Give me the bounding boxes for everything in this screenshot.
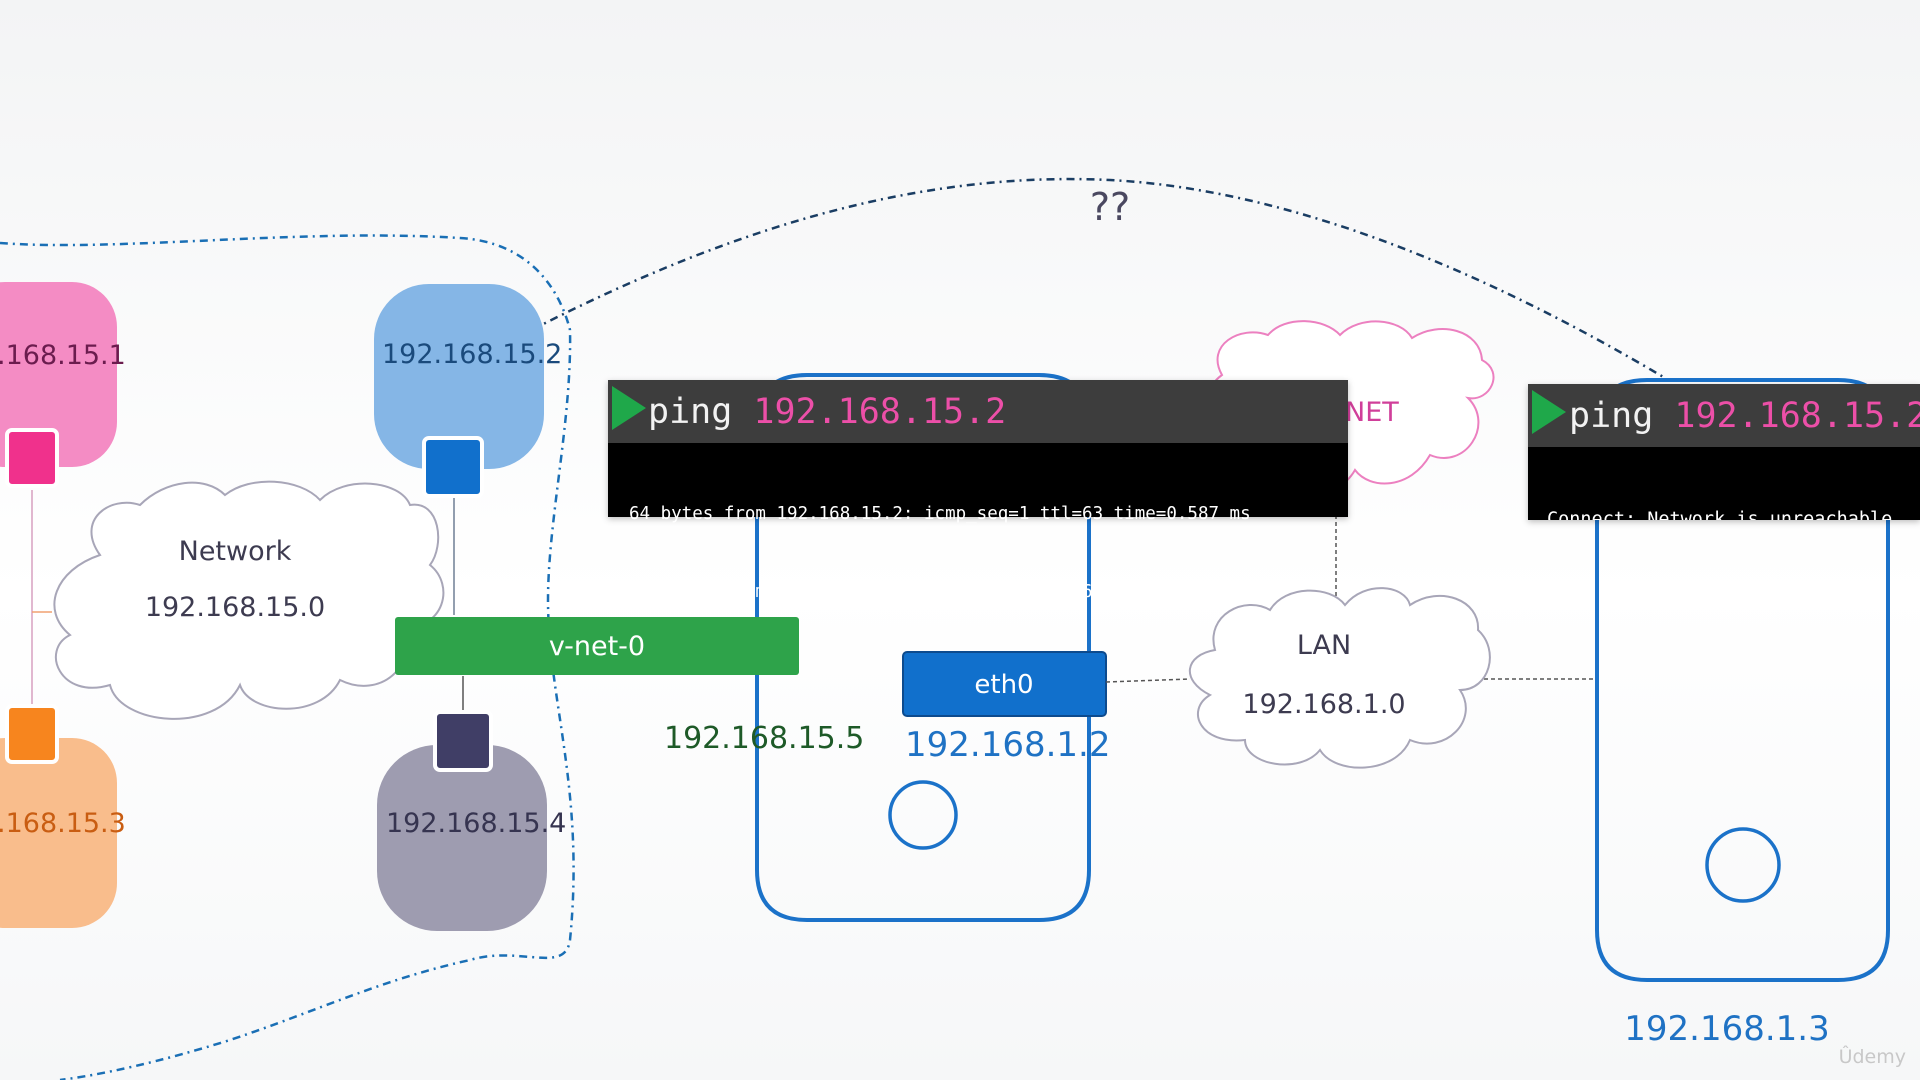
lan-cloud-subnet: 192.168.1.0 [1242,689,1405,720]
namespace-gray [377,745,547,931]
terminal-host1-output-line: 64 bytes from 192.168.15.2: icmp_seq=1 t… [629,504,1251,524]
host2-ip: 192.168.1.3 [1624,1009,1829,1049]
bridge-label: v-net-0 [549,631,645,662]
interface-orange [5,704,59,764]
eth0-lan-link [1105,678,1191,683]
routing-question-path [496,177,1666,380]
host2-box [1595,378,1890,982]
terminal-host1-header: ping 192.168.15.2 [608,380,1348,443]
terminal-host2-command: ping [1569,396,1654,436]
bridge-v-net-0 [395,617,799,675]
internet-cloud-label: NET [1345,397,1399,428]
namespace-blue [374,284,544,469]
terminal-host1-command: ping [648,392,733,432]
terminal-host2-target: 192.168.15.2 [1674,396,1920,436]
terminal-host2-command-line: ping 192.168.15.2 [1569,396,1920,436]
play-triangle-icon [1532,390,1566,434]
namespace-pink [0,282,117,467]
host2-port-circle [1705,827,1781,903]
namespace-gray-ip: 192.168.15.4 [386,808,566,839]
interface-pink [5,428,59,488]
eth0-label: eth0 [974,670,1033,700]
namespace-blue-ip: 192.168.15.2 [382,339,562,370]
lan-cloud [1189,587,1491,769]
terminal-host1-output: 64 bytes from 192.168.15.2: icmp_seq=1 t… [608,443,1348,657]
terminal-host1: ping 192.168.15.2 64 bytes from 192.168.… [608,380,1348,602]
interface-navy [433,710,493,772]
terminal-host2-output-line: Connect: Network is unreachable [1547,509,1893,520]
namespace-orange-ip: .168.15.3 [0,808,126,839]
play-triangle-icon [612,386,646,430]
interface-blue [422,436,484,498]
namespace-pink-ip: .168.15.1 [0,340,126,371]
watermark-logo: Ûdemy [1838,1046,1906,1068]
host1-ip: 192.168.1.2 [905,725,1110,765]
terminal-host1-target: 192.168.15.2 [753,392,1007,432]
terminal-host1-output-line: 64 bytes from 192.168.15.2: icmp_seq=2 t… [629,582,1251,602]
namespace-orange [0,738,117,928]
question-marks-label: ?? [1090,185,1130,229]
terminal-host2-output: Connect: Network is unreachable [1528,447,1920,520]
terminal-host2-header: ping 192.168.15.2 [1528,384,1920,447]
network-cloud-name: Network [179,536,292,567]
host1-port-circle [888,780,958,850]
lan-cloud-name: LAN [1297,630,1351,661]
network-cloud-subnet: 192.168.15.0 [145,592,325,623]
bridge-ip: 192.168.15.5 [664,721,864,756]
terminal-host1-command-line: ping 192.168.15.2 [648,392,1006,432]
terminal-host2: ping 192.168.15.2 Connect: Network is un… [1528,384,1920,520]
namespace-boundary-dashed [0,234,575,1080]
interface-eth0 [902,651,1107,717]
